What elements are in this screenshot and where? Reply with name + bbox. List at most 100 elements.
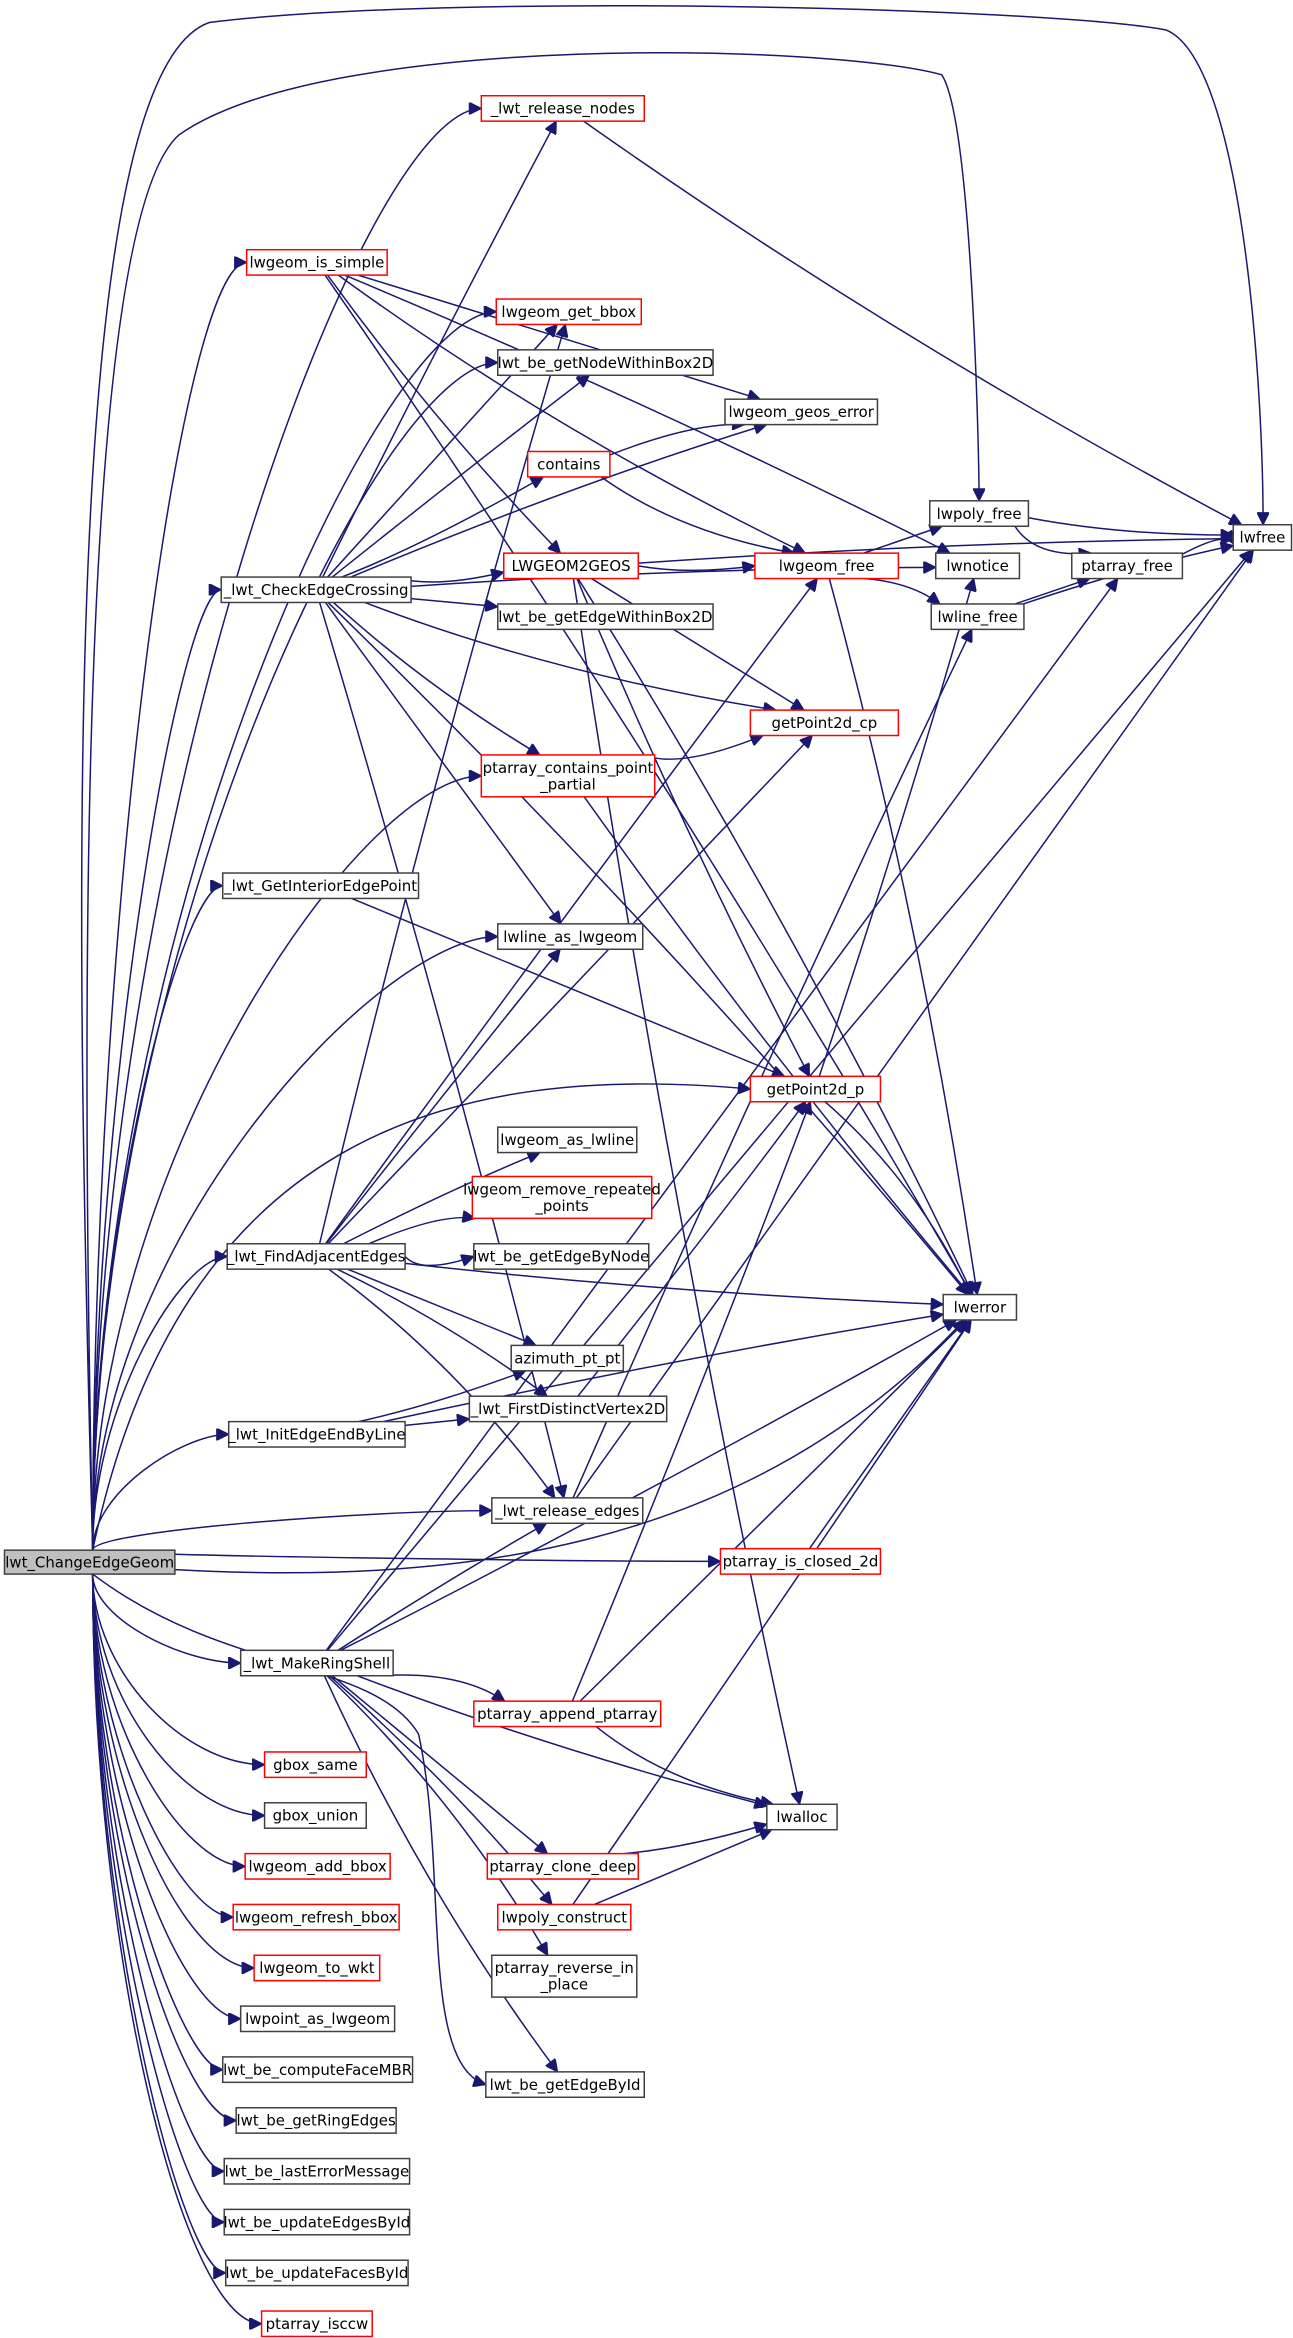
node-box[interactable]: [232, 1903, 400, 1931]
graph-node-makeRingShell[interactable]: _lwt_MakeRingShell: [239, 1649, 394, 1677]
graph-node-add_bbox[interactable]: lwgeom_add_bbox: [244, 1852, 391, 1880]
graph-node-release_nodes[interactable]: _lwt_release_nodes: [480, 94, 646, 122]
node-box[interactable]: [473, 1242, 650, 1270]
node-box[interactable]: [929, 500, 1030, 527]
graph-node-is_closed_2d[interactable]: ptarray_is_closed_2d: [719, 1547, 882, 1575]
node-box[interactable]: [244, 1852, 391, 1880]
node-box[interactable]: [510, 1344, 625, 1372]
graph-node-lwpoly_construct[interactable]: lwpoly_construct: [497, 1903, 632, 1931]
node-box[interactable]: [934, 552, 1021, 580]
graph-node-reverse_in_place[interactable]: ptarray_reverse_in_place: [491, 1954, 638, 1998]
node-box[interactable]: [224, 2259, 409, 2287]
node-box[interactable]: [221, 872, 420, 900]
node-box[interactable]: [942, 1293, 1018, 1321]
node-box[interactable]: [245, 248, 388, 276]
graph-node-lwline_as_lwgeom[interactable]: lwline_as_lwgeom: [497, 923, 644, 951]
node-box[interactable]: [491, 1954, 638, 1998]
graph-node-lwgeom_free[interactable]: lwgeom_free: [754, 552, 900, 580]
node-box[interactable]: [1232, 523, 1293, 551]
node-box[interactable]: [260, 2310, 373, 2338]
graph-node-lwline_free[interactable]: lwline_free: [930, 603, 1025, 631]
graph-node-ptarray_contains_point_partial[interactable]: ptarray_contains_point_partial: [480, 754, 656, 798]
graph-node-lwalloc[interactable]: lwalloc: [766, 1803, 838, 1831]
graph-node-refresh_bbox[interactable]: lwgeom_refresh_bbox: [232, 1903, 400, 1931]
graph-node-LWGEOM2GEOS[interactable]: LWGEOM2GEOS: [502, 552, 640, 580]
node-box[interactable]: [749, 709, 900, 737]
node-box[interactable]: [223, 2157, 411, 2185]
graph-node-isccw[interactable]: ptarray_isccw: [260, 2310, 373, 2338]
graph-node-append_ptarray[interactable]: ptarray_append_ptarray: [473, 1700, 662, 1728]
node-box[interactable]: [480, 94, 646, 122]
node-box[interactable]: [766, 1803, 838, 1831]
node-box[interactable]: [235, 2106, 397, 2134]
node-box[interactable]: [226, 1242, 406, 1270]
graph-node-is_simple[interactable]: lwgeom_is_simple: [245, 248, 388, 276]
node-box[interactable]: [473, 1700, 662, 1728]
graph-node-getNodeWithinBox2D[interactable]: lwt_be_getNodeWithinBox2D: [497, 349, 714, 377]
node-box[interactable]: [220, 576, 412, 604]
node-box[interactable]: [749, 1075, 882, 1103]
node-box[interactable]: [497, 1903, 632, 1931]
graph-node-gbox_union[interactable]: gbox_union: [263, 1802, 367, 1829]
graph-node-lwgeom_as_lwline[interactable]: lwgeom_as_lwline: [497, 1126, 638, 1154]
node-box[interactable]: [491, 1497, 644, 1525]
graph-node-gbox_same[interactable]: gbox_same: [263, 1751, 367, 1779]
graph-node-lwpoly_free[interactable]: lwpoly_free: [929, 500, 1030, 527]
graph-node-getEdgeWithinBox2D[interactable]: lwt_be_getEdgeWithinBox2D: [497, 603, 714, 631]
node-box[interactable]: [526, 450, 611, 478]
graph-node-getEdgeById[interactable]: lwt_be_getEdgeById: [485, 2071, 646, 2099]
node-box[interactable]: [3, 1549, 176, 1575]
graph-node-updateEdgesById[interactable]: lwt_be_updateEdgesById: [223, 2208, 411, 2236]
graph-node-getEdgeByNode[interactable]: lwt_be_getEdgeByNode: [473, 1242, 650, 1270]
node-box[interactable]: [495, 298, 643, 326]
node-box[interactable]: [468, 1395, 668, 1423]
node-box[interactable]: [223, 2208, 411, 2236]
graph-node-get_bbox[interactable]: lwgeom_get_bbox: [495, 298, 643, 326]
graph-node-firstDistinctVertex[interactable]: _lwt_FirstDistinctVertex2D: [468, 1395, 668, 1423]
node-box[interactable]: [930, 603, 1025, 631]
graph-node-azimuth[interactable]: azimuth_pt_pt: [510, 1344, 625, 1372]
graph-node-checkEdgeCrossing[interactable]: _lwt_CheckEdgeCrossing: [220, 576, 412, 604]
graph-node-computeFaceMBR[interactable]: lwt_be_computeFaceMBR: [221, 2056, 414, 2084]
graph-node-getInteriorEdgePoint[interactable]: _lwt_GetInteriorEdgePoint: [221, 872, 420, 900]
graph-node-release_edges[interactable]: _lwt_release_edges: [491, 1497, 644, 1525]
graph-node-getPoint2d_cp[interactable]: getPoint2d_cp: [749, 709, 900, 737]
node-box[interactable]: [719, 1547, 882, 1575]
graph-node-clone_deep[interactable]: ptarray_clone_deep: [486, 1852, 640, 1880]
graph-node-geos_error[interactable]: lwgeom_geos_error: [724, 398, 879, 426]
node-box[interactable]: [263, 1751, 367, 1779]
node-box[interactable]: [497, 1126, 638, 1154]
node-box[interactable]: [754, 552, 900, 580]
graph-node-remove_repeated[interactable]: lwgeom_remove_repeated_points: [463, 1175, 661, 1220]
node-box[interactable]: [227, 1420, 406, 1448]
graph-node-findAdjacentEdges[interactable]: _lwt_FindAdjacentEdges: [226, 1242, 406, 1270]
graph-node-root[interactable]: lwt_ChangeEdgeGeom: [3, 1549, 176, 1575]
node-box[interactable]: [486, 1852, 640, 1880]
node-box[interactable]: [253, 1954, 381, 1982]
graph-node-lwnotice[interactable]: lwnotice: [934, 552, 1021, 580]
graph-node-lwpoint_as_lwgeom[interactable]: lwpoint_as_lwgeom: [239, 2005, 396, 2033]
node-box[interactable]: [480, 754, 656, 798]
node-box[interactable]: [471, 1175, 653, 1220]
node-box[interactable]: [502, 552, 640, 580]
node-box[interactable]: [497, 349, 714, 377]
node-box[interactable]: [239, 2005, 396, 2033]
node-box[interactable]: [497, 603, 714, 631]
node-box[interactable]: [239, 1649, 394, 1677]
node-box[interactable]: [497, 923, 644, 951]
graph-node-lwfree[interactable]: lwfree: [1232, 523, 1293, 551]
graph-node-lastErrorMessage[interactable]: lwt_be_lastErrorMessage: [223, 2157, 411, 2185]
graph-node-getRingEdges[interactable]: lwt_be_getRingEdges: [235, 2106, 397, 2134]
graph-node-lwerror[interactable]: lwerror: [942, 1293, 1018, 1321]
node-box[interactable]: [263, 1802, 367, 1829]
node-box[interactable]: [485, 2071, 646, 2099]
node-box[interactable]: [724, 398, 879, 426]
graph-node-ptarray_free[interactable]: ptarray_free: [1071, 552, 1184, 580]
graph-node-getPoint2d_p[interactable]: getPoint2d_p: [749, 1075, 882, 1103]
node-box[interactable]: [1071, 552, 1184, 580]
graph-node-initEdgeEndByLine[interactable]: _lwt_InitEdgeEndByLine: [227, 1420, 406, 1448]
graph-node-contains[interactable]: contains: [526, 450, 611, 478]
node-box[interactable]: [221, 2056, 414, 2084]
graph-node-updateFacesById[interactable]: lwt_be_updateFacesById: [224, 2259, 409, 2287]
graph-node-to_wkt[interactable]: lwgeom_to_wkt: [253, 1954, 381, 1982]
